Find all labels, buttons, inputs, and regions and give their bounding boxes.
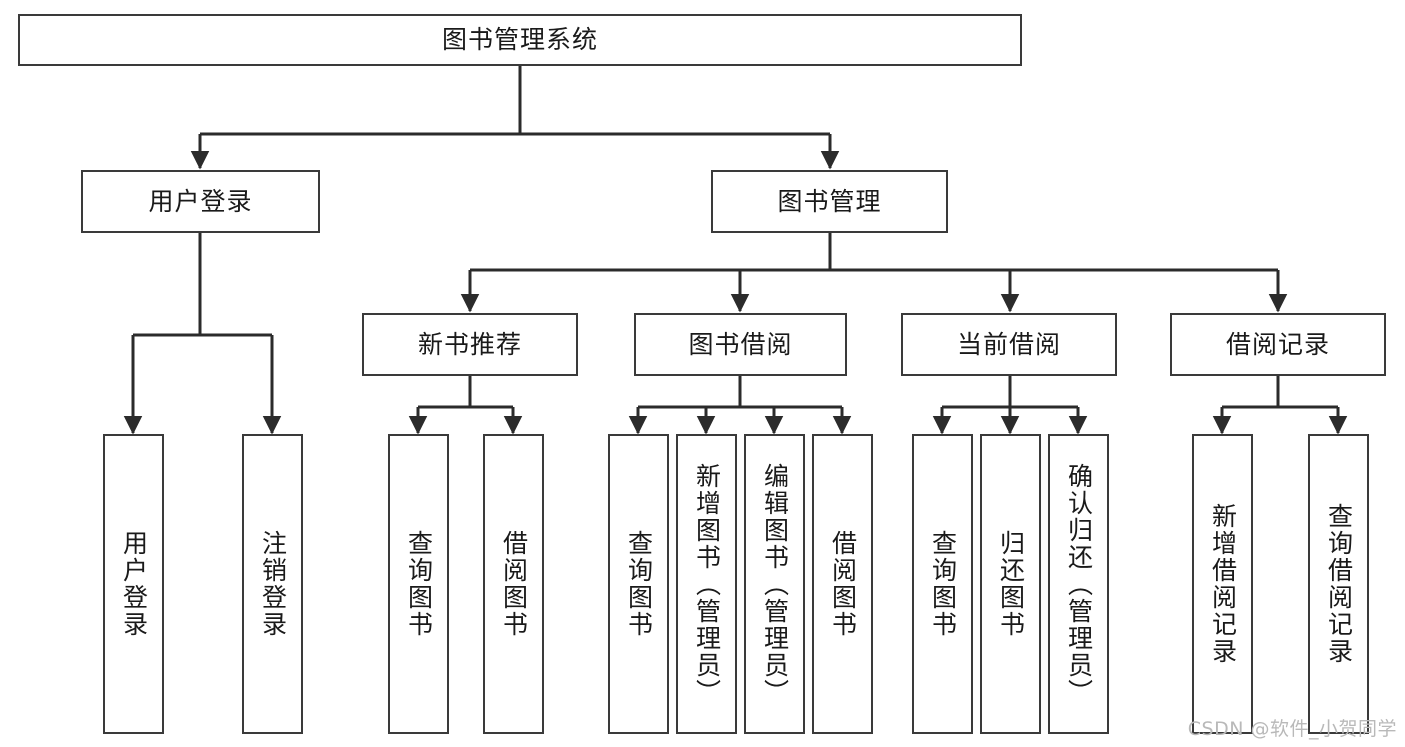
leaf-confirm-return-label: 确认归还（管理员） — [1064, 462, 1094, 706]
node-current-borrow-label: 当前借阅 — [956, 329, 1061, 359]
node-root-label: 图书管理系统 — [441, 25, 598, 55]
node-user-login-label: 用户登录 — [148, 186, 253, 216]
leaf-user-login-label: 用户登录 — [119, 530, 149, 638]
leaf-borrow-book-1[interactable]: 借阅图书 — [483, 434, 544, 734]
csdn-watermark: CSDN @软件_小贺同学 — [1187, 718, 1397, 740]
leaf-add-book-label: 新增图书（管理员） — [692, 462, 722, 706]
node-user-login[interactable]: 用户登录 — [81, 170, 320, 233]
leaf-user-login[interactable]: 用户登录 — [103, 434, 164, 734]
leaf-edit-book-label: 编辑图书（管理员） — [760, 462, 790, 706]
node-borrow-record[interactable]: 借阅记录 — [1170, 313, 1386, 376]
leaf-query-book-2-label: 查询图书 — [624, 530, 654, 638]
leaf-return-book-label: 归还图书 — [996, 530, 1026, 638]
leaf-borrow-book-1-label: 借阅图书 — [499, 530, 529, 638]
leaf-query-book-1-label: 查询图书 — [404, 530, 434, 638]
leaf-query-book-2[interactable]: 查询图书 — [608, 434, 669, 734]
node-root[interactable]: 图书管理系统 — [18, 14, 1022, 66]
leaf-query-borrow-record-label: 查询借阅记录 — [1324, 503, 1354, 665]
leaf-borrow-book-2-label: 借阅图书 — [828, 530, 858, 638]
node-current-borrow[interactable]: 当前借阅 — [901, 313, 1117, 376]
leaf-add-borrow-record[interactable]: 新增借阅记录 — [1192, 434, 1253, 734]
leaf-query-book-3-label: 查询图书 — [928, 530, 958, 638]
node-book-borrow[interactable]: 图书借阅 — [634, 313, 847, 376]
node-book-manage[interactable]: 图书管理 — [711, 170, 948, 233]
node-borrow-record-label: 借阅记录 — [1225, 329, 1330, 359]
leaf-add-borrow-record-label: 新增借阅记录 — [1208, 503, 1238, 665]
node-new-book-recommend[interactable]: 新书推荐 — [362, 313, 578, 376]
leaf-borrow-book-2[interactable]: 借阅图书 — [812, 434, 873, 734]
leaf-query-book-1[interactable]: 查询图书 — [388, 434, 449, 734]
leaf-edit-book[interactable]: 编辑图书（管理员） — [744, 434, 805, 734]
leaf-query-book-3[interactable]: 查询图书 — [912, 434, 973, 734]
leaf-add-book[interactable]: 新增图书（管理员） — [676, 434, 737, 734]
leaf-confirm-return[interactable]: 确认归还（管理员） — [1048, 434, 1109, 734]
node-book-borrow-label: 图书借阅 — [688, 329, 793, 359]
node-new-book-recommend-label: 新书推荐 — [417, 329, 522, 359]
leaf-logout-label: 注销登录 — [258, 530, 288, 638]
leaf-query-borrow-record[interactable]: 查询借阅记录 — [1308, 434, 1369, 734]
node-book-manage-label: 图书管理 — [777, 186, 882, 216]
leaf-logout[interactable]: 注销登录 — [242, 434, 303, 734]
leaf-return-book[interactable]: 归还图书 — [980, 434, 1041, 734]
